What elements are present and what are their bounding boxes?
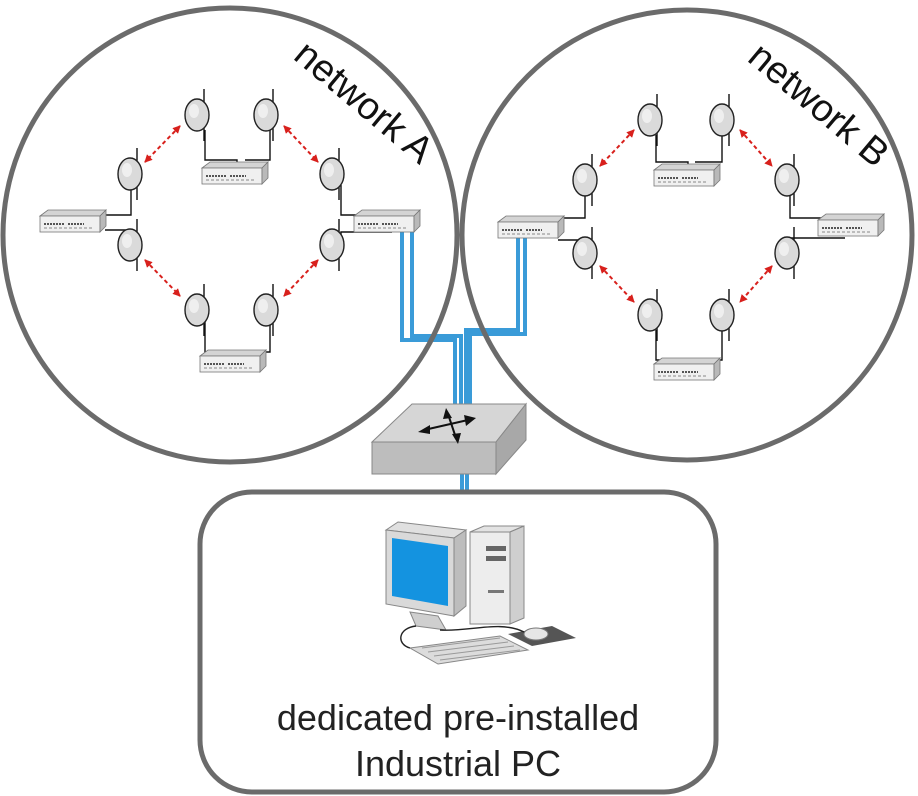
network-b-circle bbox=[459, 7, 915, 463]
rack-server-icon bbox=[199, 349, 267, 373]
network-a-devices bbox=[39, 88, 421, 373]
rack-server-icon bbox=[653, 357, 721, 381]
rack-server-icon bbox=[497, 215, 565, 239]
pc-caption-line2: Industrial PC bbox=[355, 743, 561, 784]
antenna-icon bbox=[319, 218, 345, 272]
network-switch-icon bbox=[370, 402, 528, 476]
rack-server-icon bbox=[353, 209, 421, 233]
antenna-icon bbox=[774, 226, 800, 280]
antenna-icon bbox=[774, 153, 800, 207]
desktop-pc-icon bbox=[384, 521, 576, 665]
rack-server-icon bbox=[39, 209, 107, 233]
antenna-icon bbox=[117, 218, 143, 272]
rack-server-icon bbox=[653, 163, 721, 187]
antenna-icon bbox=[637, 93, 663, 147]
network-b-devices bbox=[497, 93, 885, 381]
rack-server-icon bbox=[201, 161, 269, 185]
network-a-circle bbox=[0, 5, 460, 465]
antenna-icon bbox=[253, 88, 279, 142]
rack-server-icon bbox=[817, 213, 885, 237]
antenna-icon bbox=[117, 147, 143, 201]
antenna-icon bbox=[253, 283, 279, 337]
antenna-icon bbox=[637, 288, 663, 342]
pc-caption-line1: dedicated pre-installed bbox=[277, 697, 639, 738]
antenna-icon bbox=[572, 226, 598, 280]
